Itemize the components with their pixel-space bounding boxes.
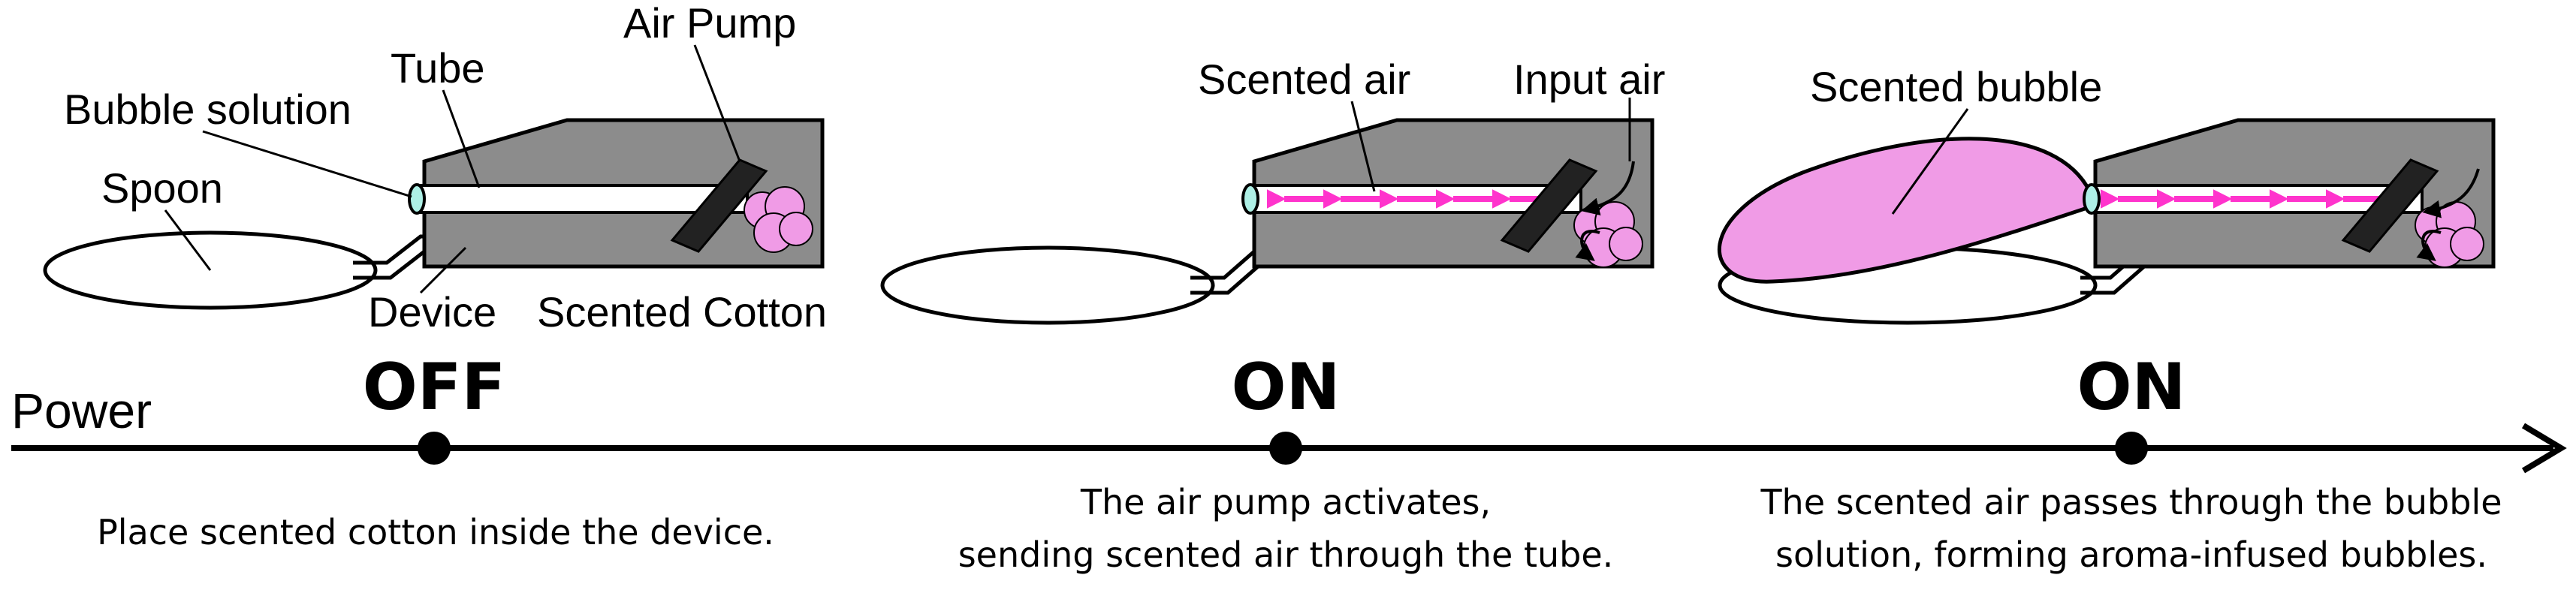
caption-stage-3-line-1: The scented air passes through the bubbl… — [1760, 482, 2502, 522]
air-pump — [1500, 158, 1598, 253]
stage-off-illustration — [43, 44, 825, 310]
label-air-pump: Air Pump — [623, 0, 796, 47]
stage-on-illustration — [880, 98, 1654, 325]
scented-bubble — [1717, 137, 2094, 284]
leader-scented-air — [1350, 101, 1376, 192]
stage-captions: Place scented cotton inside the device. … — [97, 482, 2502, 575]
leader-tube — [442, 89, 481, 188]
input-air-arrows — [2416, 168, 2480, 261]
leader-device — [419, 246, 467, 294]
stage-bubble-illustration — [1717, 108, 2496, 325]
label-scented-bubble: Scented bubble — [1810, 63, 2102, 110]
power-timeline: Power OFF ON ON — [11, 350, 2567, 474]
spoon — [880, 245, 1215, 325]
leader-scented-bubble — [1891, 108, 1969, 215]
callout-labels: Bubble solution Tube Air Pump Spoon Devi… — [64, 0, 2102, 336]
input-air-arrows — [1575, 161, 1635, 261]
bubble-solution-film — [1241, 183, 1259, 215]
label-scented-cotton: Scented Cotton — [537, 288, 827, 336]
leader-air-pump — [693, 44, 741, 162]
air-pump — [670, 158, 768, 253]
leader-spoon — [164, 209, 212, 271]
air-pump — [2341, 158, 2439, 253]
timeline-arrowhead — [2521, 423, 2567, 474]
label-bubble-solution: Bubble solution — [64, 86, 351, 133]
label-scented-air: Scented air — [1198, 56, 1410, 103]
timeline-marker-off — [418, 432, 451, 465]
caption-stage-2-line-2: sending scented air through the tube. — [958, 534, 1614, 575]
scented-cotton-icon — [1573, 201, 1643, 268]
state-off: OFF — [363, 350, 506, 425]
timeline-marker-on-2 — [2115, 432, 2148, 465]
caption-stage-2-line-1: The air pump activates, — [1080, 482, 1491, 522]
power-label: Power — [11, 383, 152, 438]
caption-stage-3-line-2: solution, forming aroma-infused bubbles. — [1775, 534, 2487, 575]
caption-stage-1-line-1: Place scented cotton inside the device. — [97, 512, 774, 552]
state-on-1: ON — [1231, 350, 1340, 425]
label-device: Device — [368, 288, 496, 336]
state-on-2: ON — [2077, 350, 2185, 425]
timeline-marker-on-1 — [1269, 432, 1302, 465]
bubble-solution-film — [408, 183, 426, 215]
label-input-air: Input air — [1513, 56, 1665, 103]
bubble-solution-film — [2083, 183, 2101, 215]
scented-cotton-icon — [744, 186, 813, 253]
label-spoon: Spoon — [101, 164, 223, 212]
label-tube: Tube — [391, 44, 485, 92]
leader-bubble-solution — [202, 130, 412, 198]
